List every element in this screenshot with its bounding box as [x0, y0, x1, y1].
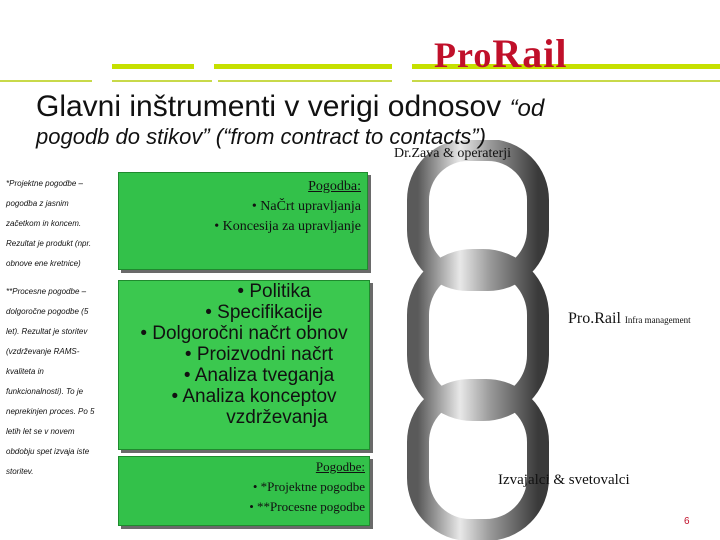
label-izvajalci: Izvajalci & svetovalci — [498, 472, 630, 489]
accent-line — [112, 64, 194, 69]
note-line: funkcionalnosti). To je — [6, 382, 118, 402]
box-pogodba-item: • Koncesija za upravljanje — [214, 219, 361, 235]
accent-line — [112, 80, 212, 82]
logo-part1: Pro — [434, 35, 492, 75]
box-pogodbe-item: • *Projektne pogodbe — [253, 479, 365, 495]
box-pogodba: Pogodba: • NaČrt upravljanja • Koncesija… — [118, 172, 368, 270]
note-line: Rezultat je produkt (npr. — [6, 234, 118, 254]
box-dokumenti-item: • Proizvodni načrt — [119, 344, 369, 365]
box-dokumenti-item: • Dolgoročni načrt obnov — [119, 323, 369, 344]
note-line: pogodba z jasnim — [6, 194, 118, 214]
accent-line — [218, 80, 392, 82]
note-line: (vzdrževanje RAMS- — [6, 342, 118, 362]
box-dokumenti-item: • Analiza tveganja — [119, 365, 369, 386]
note-line: začetkom in koncem. — [6, 214, 118, 234]
note-procesne: **Procesne pogodbe – dolgoročne pogodbe … — [6, 282, 118, 482]
label-prorail-small: Infra management — [625, 315, 691, 325]
accent-line — [412, 80, 720, 82]
box-pogodbe-heading: Pogodbe: — [316, 459, 365, 475]
note-line: storitev. — [6, 462, 118, 482]
prorail-logo: ProRail — [434, 30, 567, 77]
note-projektne: *Projektne pogodbe – pogodba z jasnim za… — [6, 174, 118, 274]
title-line1-tail: “od — [510, 95, 545, 122]
note-line: letih let se v novem — [6, 422, 118, 442]
box-pogodba-heading: Pogodba: — [308, 179, 361, 195]
box-dokumenti-item: • Specifikacije — [119, 302, 369, 323]
note-line: **Procesne pogodbe – — [6, 282, 118, 302]
label-prorail-main: Pro.Rail — [568, 310, 621, 327]
box-pogodbe-item: • **Procesne pogodbe — [249, 499, 365, 515]
note-line: kvaliteta in — [6, 362, 118, 382]
box-pogodbe: Pogodbe: • *Projektne pogodbe • **Proces… — [118, 456, 370, 526]
note-line: obdobju spet izvaja iste — [6, 442, 118, 462]
label-prorail: Pro.Rail Infra management — [568, 310, 691, 328]
note-line: let). Rezultat je storitev — [6, 322, 118, 342]
accent-line — [0, 80, 92, 82]
note-line: neprekinjen proces. Po 5 — [6, 402, 118, 422]
box-pogodba-item: • NaČrt upravljanja — [252, 199, 361, 215]
label-drzava: Dr.Zava & operaterji — [394, 146, 511, 162]
note-line: dolgoročne pogodbe (5 — [6, 302, 118, 322]
box-dokumenti-item: vzdrževanja — [119, 407, 369, 428]
page-number: 6 — [684, 516, 690, 527]
box-dokumenti: • Politika • Specifikacije • Dolgoročni … — [118, 280, 370, 450]
accent-line — [214, 64, 392, 69]
logo-part2: Rail — [492, 31, 567, 76]
box-dokumenti-item: • Politika — [119, 281, 369, 302]
note-line: obnove ene kretnice) — [6, 254, 118, 274]
box-dokumenti-item: • Analiza konceptov — [119, 386, 369, 407]
title-line1: Glavni inštrumenti v verigi odnosov — [36, 90, 501, 123]
page-title: Glavni inštrumenti v verigi odnosov “od — [36, 90, 544, 124]
note-line: *Projektne pogodbe – — [6, 174, 118, 194]
